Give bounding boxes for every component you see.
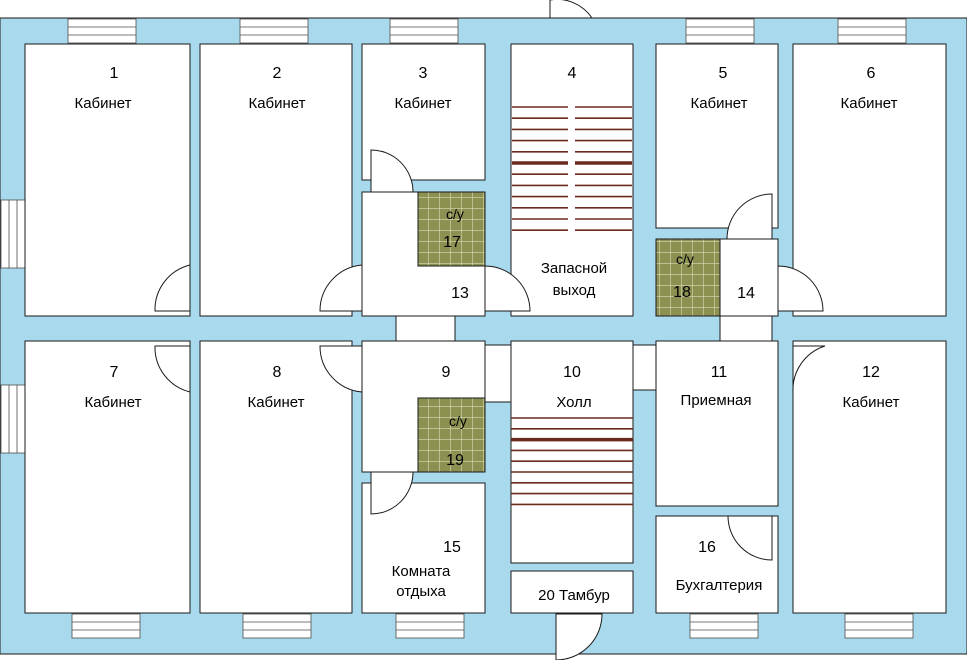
- window: [685, 18, 755, 44]
- door-room-7: [154, 345, 191, 393]
- room-1-number: 1: [110, 65, 119, 82]
- opening-9-10: [484, 344, 512, 403]
- door-room-1: [154, 264, 191, 312]
- room-15-number: 15: [443, 539, 461, 556]
- door-room-3: [370, 149, 414, 193]
- window: [395, 613, 465, 639]
- door-room-6: [777, 265, 824, 312]
- window: [689, 613, 759, 639]
- room-4-label-line2: выход: [553, 282, 596, 299]
- window: [71, 613, 141, 639]
- room-11: [655, 340, 779, 507]
- room-3-number: 3: [419, 65, 428, 82]
- window: [239, 18, 309, 44]
- room-10: [510, 340, 634, 564]
- restroom-19-tiles: [417, 397, 486, 473]
- room-3-label: Кабинет: [394, 95, 451, 112]
- room-1: [24, 43, 191, 317]
- room-8-number: 8: [273, 364, 282, 381]
- room-20: [510, 570, 634, 614]
- door-room-8: [319, 345, 363, 393]
- window: [242, 613, 312, 639]
- restroom-19-number: 19: [446, 452, 464, 469]
- exterior-door-top: [549, 0, 593, 19]
- room-10-number: 10: [563, 364, 581, 381]
- room-12-number: 12: [862, 364, 880, 381]
- room-5-label: Кабинет: [690, 95, 747, 112]
- room-1-label: Кабинет: [74, 95, 131, 112]
- room-5-number: 5: [719, 65, 728, 82]
- room-6-label: Кабинет: [840, 95, 897, 112]
- room-8: [199, 340, 353, 614]
- room-10-label: Холл: [556, 394, 591, 411]
- window: [0, 199, 26, 269]
- door-room-15: [370, 471, 414, 515]
- room-7-number: 7: [110, 364, 119, 381]
- room-9-number: 9: [442, 364, 451, 381]
- door-room-5: [726, 193, 773, 240]
- room-4-number: 4: [568, 65, 577, 82]
- room-15-label-line1: Комната: [392, 563, 451, 580]
- door-room-2: [319, 264, 363, 312]
- room-14-number: 14: [737, 285, 755, 302]
- room-2-number: 2: [273, 65, 282, 82]
- opening-13-9: [395, 315, 456, 342]
- restroom-17-number: 17: [443, 234, 461, 251]
- room-16-number: 16: [698, 539, 716, 556]
- room-16-label: Бухгалтерия: [676, 577, 763, 594]
- restroom-17-tiles: [417, 191, 486, 267]
- room-20-label: 20 Тамбур: [538, 587, 610, 604]
- window: [389, 18, 459, 44]
- room-7-label: Кабинет: [84, 394, 141, 411]
- window: [837, 18, 907, 44]
- room-11-number: 11: [711, 364, 728, 381]
- room-13-number: 13: [451, 285, 469, 302]
- room-7: [24, 340, 191, 614]
- restroom-18-tiles: [655, 238, 721, 317]
- stairs-hall: [511, 417, 633, 506]
- room-8-label: Кабинет: [247, 394, 304, 411]
- room-6: [792, 43, 947, 317]
- labels: 1 Кабинет 2 Кабинет 3 Кабинет 4 Запасной…: [74, 65, 899, 604]
- room-15-label-line2: отдыха: [396, 583, 446, 600]
- restroom-19-label: с/у: [449, 413, 467, 429]
- restroom-18-number: 18: [673, 284, 691, 301]
- room-11-label: Приемная: [681, 392, 752, 409]
- stairs-emergency: [512, 104, 632, 236]
- door-room-13: [484, 265, 531, 312]
- window: [844, 613, 914, 639]
- room-6-number: 6: [867, 65, 876, 82]
- door-room-16: [727, 515, 773, 561]
- room-4-label-line1: Запасной: [541, 260, 607, 277]
- door-room-12: [792, 345, 826, 393]
- room-12-label: Кабинет: [842, 394, 899, 411]
- window: [67, 18, 137, 44]
- restroom-17-label: с/у: [446, 206, 464, 222]
- windows-bottom: [71, 613, 914, 639]
- windows-top: [67, 18, 907, 44]
- window: [0, 384, 26, 454]
- room-2: [199, 43, 353, 317]
- room-14: [719, 238, 779, 317]
- opening-14-11: [719, 315, 773, 342]
- opening-10-11: [632, 344, 657, 391]
- doors: [154, 149, 826, 561]
- room-2-label: Кабинет: [248, 95, 305, 112]
- room-12: [792, 340, 947, 614]
- restroom-18-label: с/у: [676, 251, 694, 267]
